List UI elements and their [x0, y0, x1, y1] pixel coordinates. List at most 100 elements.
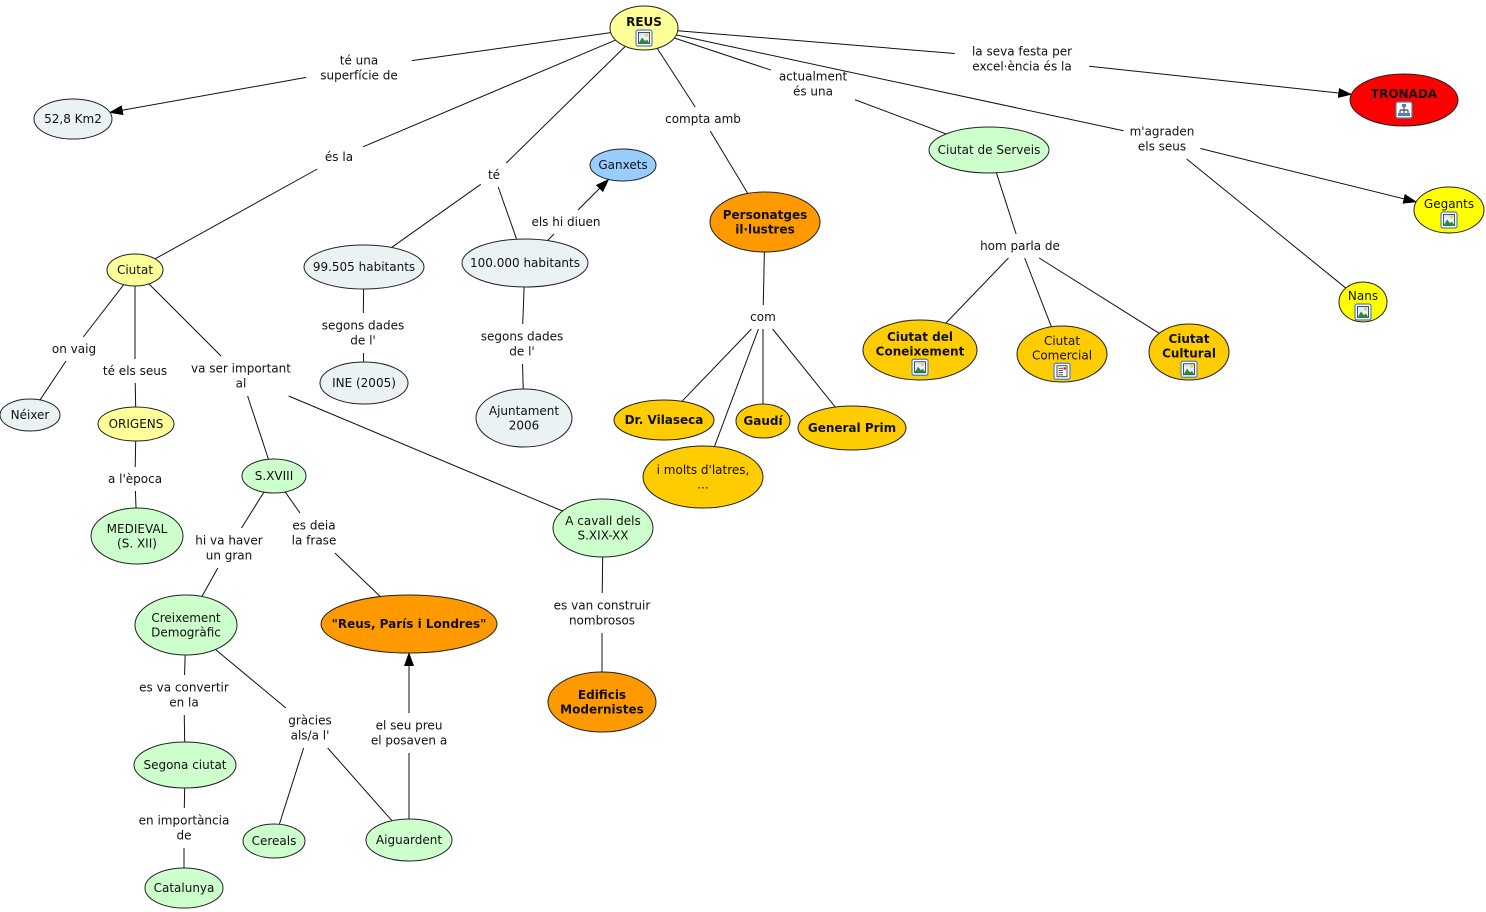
linking-phrase-text: al — [236, 377, 247, 391]
linking-phrase-text: com — [750, 310, 776, 324]
connector-l_deia-frase — [334, 552, 381, 597]
linking-phrase-text: actualment — [779, 70, 848, 84]
concept-node-frase[interactable]: "Reus, París i Londres" — [320, 594, 498, 654]
concept-label: Creixement — [151, 611, 221, 625]
linking-phrase-l_esla[interactable]: és la — [325, 150, 353, 164]
image-icon[interactable] — [635, 29, 653, 47]
concept-label: Nans — [1348, 289, 1378, 303]
concept-shape — [735, 403, 791, 439]
connector-l_hom-cultural — [1038, 257, 1160, 334]
concept-node-nans[interactable]: Nans — [1338, 281, 1388, 323]
linking-phrase-text: m'agraden — [1130, 125, 1195, 139]
linking-phrase-l_te[interactable]: té — [488, 168, 500, 182]
concept-label: Gegants — [1424, 197, 1474, 211]
concept-node-origens[interactable]: ORIGENS — [97, 406, 175, 442]
concept-shape — [320, 594, 498, 654]
concept-map-icon[interactable] — [1395, 101, 1413, 119]
concept-node-ine[interactable]: INE (2005) — [319, 361, 409, 405]
arrow-connector-l_festa-tronada — [1089, 65, 1353, 98]
concept-label: Modernistes — [560, 702, 644, 716]
concept-node-prim[interactable]: General Prim — [797, 405, 907, 451]
concept-label: Ciutat — [117, 263, 153, 277]
document-icon[interactable] — [1053, 362, 1071, 380]
connector-reus-l_superficie — [411, 32, 611, 62]
concept-label: TRONADA — [1371, 87, 1438, 101]
connector-l_com-vilaseca — [681, 328, 752, 402]
concept-node-ciutat[interactable]: Ciutat — [106, 253, 164, 287]
connector-reus-l_compta — [656, 48, 696, 108]
linking-phrase-text: va ser important — [191, 362, 291, 376]
concept-node-vilaseca[interactable]: Dr. Vilaseca — [613, 399, 715, 441]
concept-shape — [1338, 281, 1388, 323]
concept-node-serveis[interactable]: Ciutat de Serveis — [928, 126, 1050, 174]
concept-node-aiguardent[interactable]: Aiguardent — [365, 818, 453, 862]
connector-sxviii-l_haver — [241, 491, 265, 529]
concept-label: General Prim — [808, 421, 896, 435]
concept-node-sxviii[interactable]: S.XVIII — [241, 458, 307, 494]
concept-node-ganxets[interactable]: Ganxets — [589, 148, 657, 182]
concept-node-medieval[interactable]: MEDIEVAL(S. XII) — [90, 507, 184, 565]
linking-phrase-text: el posaven a — [371, 734, 447, 748]
connector-l_gracies-cereals — [278, 747, 305, 825]
linking-phrase-l_teseus[interactable]: té els seus — [103, 364, 167, 378]
connector-personatges-l_com — [762, 251, 765, 306]
concept-node-hab100[interactable]: 100.000 habitants — [461, 238, 589, 288]
concept-shape — [90, 507, 184, 565]
linking-phrase-l_epoca[interactable]: a l'època — [108, 472, 162, 486]
concept-node-reus[interactable]: REUS — [609, 5, 679, 51]
concept-node-altres[interactable]: i molts d'latres,... — [642, 445, 764, 509]
concept-node-km2[interactable]: 52,8 Km2 — [33, 98, 113, 140]
concept-shape — [97, 406, 175, 442]
image-icon[interactable] — [1440, 211, 1458, 229]
linking-phrase-l_hom[interactable]: hom parla de — [980, 239, 1060, 253]
image-icon[interactable] — [1354, 303, 1372, 321]
connector-creix-l_convertir — [184, 654, 186, 676]
concept-node-tronada[interactable]: TRONADA — [1349, 73, 1459, 127]
connector-l_important-cavall — [288, 395, 563, 512]
image-icon[interactable] — [911, 358, 929, 376]
connector-hab100-l_segons2 — [522, 286, 525, 325]
linking-phrase-text: és una — [793, 85, 833, 99]
linking-phrase-l_diuen[interactable]: els hi diuen — [531, 215, 600, 229]
concept-label: Aiguardent — [376, 833, 442, 847]
concept-node-gegants[interactable]: Gegants — [1413, 186, 1485, 234]
concept-label: Edificis — [578, 688, 626, 702]
linking-phrase-l_compta[interactable]: compta amb — [665, 112, 741, 126]
concept-label: Ciutat del — [887, 330, 953, 344]
linking-phrase-text: segons dades — [481, 330, 564, 344]
concept-node-catalunya[interactable]: Catalunya — [144, 867, 224, 909]
concept-node-segona[interactable]: Segona ciutat — [133, 741, 237, 789]
image-icon[interactable] — [1180, 360, 1198, 378]
concept-label: S.XIX-XX — [578, 528, 629, 542]
linking-phrase-l_com[interactable]: com — [750, 310, 776, 324]
concept-node-hab99[interactable]: 99.505 habitants — [303, 244, 425, 290]
linking-phrase-l_onvaig[interactable]: on vaig — [52, 342, 96, 356]
concept-node-cereals[interactable]: Cereals — [242, 823, 306, 859]
connector-creix-l_gracies — [215, 649, 287, 709]
concept-node-gaudi[interactable]: Gaudí — [735, 403, 791, 439]
concept-node-neixer[interactable]: Néixer — [0, 398, 61, 432]
